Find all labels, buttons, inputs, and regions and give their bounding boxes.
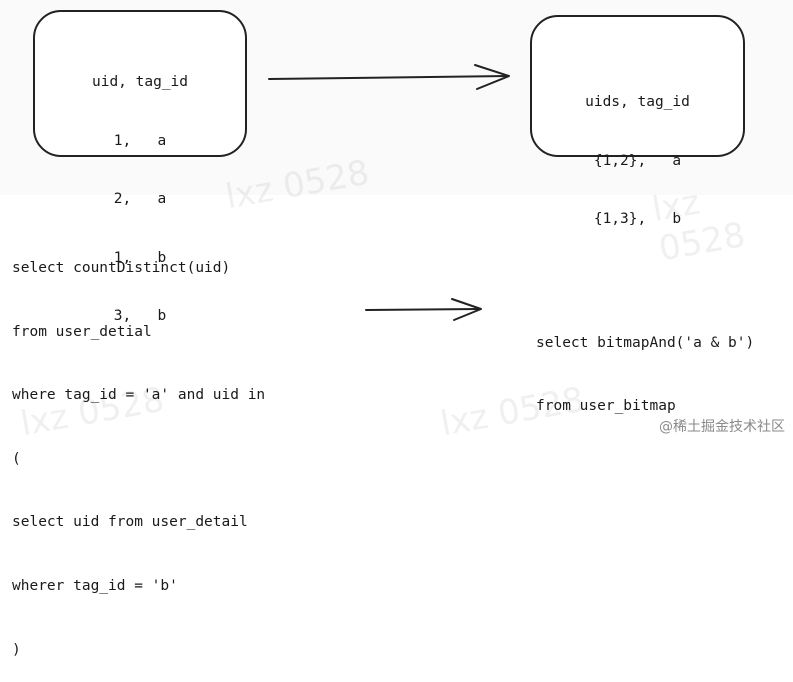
bottom-arrow-icon (365, 298, 482, 321)
subquery-sql-block: select countDistinct(uid) from user_deti… (12, 221, 265, 682)
sql-line: from user_bitmap (536, 398, 676, 414)
table-row: 3, b (113, 308, 167, 324)
table-row: 1, b (113, 249, 167, 266)
table-row: {1,2}, a (593, 152, 682, 169)
table-row: 2, a (113, 191, 167, 207)
sql-line: ) (12, 641, 21, 658)
sql-line: select countDistinct(uid) (12, 260, 231, 276)
table-row: 1, a (113, 132, 167, 149)
bitmap-sql-block: select bitmapAnd('a & b') from user_bitm… (536, 291, 754, 438)
bitmap-table-box: uids, tag_id {1,2}, a {1,3}, b (530, 15, 745, 227)
table-header: uid, tag_id (91, 74, 189, 90)
sql-line: ( (12, 450, 21, 467)
sql-line: wherer tag_id = 'b' (12, 577, 178, 594)
top-arrow-icon (268, 64, 510, 90)
sql-line: from user_detial (12, 323, 152, 340)
sql-line: select bitmapAnd('a & b') (536, 335, 755, 351)
table-row: {1,3}, b (593, 211, 682, 227)
source-table-box: uid, tag_id 1, a 2, a 1, b 3, b (33, 10, 247, 324)
credit-watermark: @稀土掘金技术社区 (659, 419, 785, 435)
table-header: uids, tag_id (585, 94, 690, 110)
sql-line: where tag_id = 'a' and uid in (12, 387, 266, 404)
sql-line: select uid from user_detail (12, 514, 248, 531)
